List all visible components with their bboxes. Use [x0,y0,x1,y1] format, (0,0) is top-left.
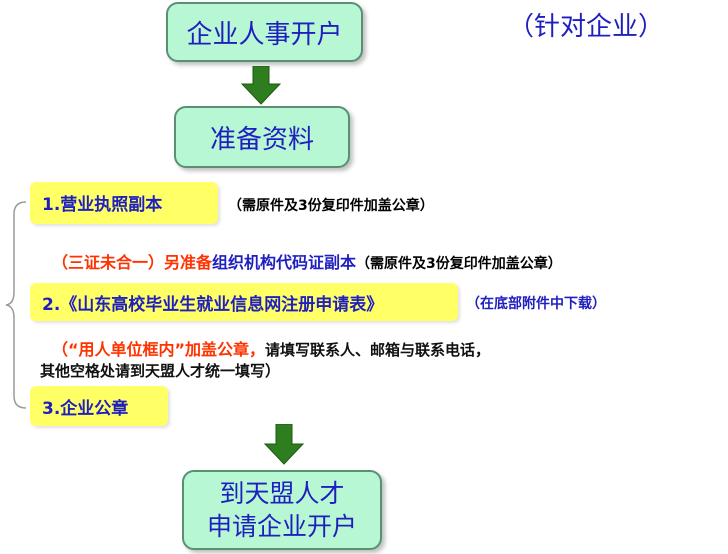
down-arrow-icon [240,66,282,105]
step-box-apply-account-line-1: 到天盟人才 [219,479,345,508]
left-brace-icon [5,201,27,409]
step-box-enterprise-account: 企业人事开户 [166,2,363,62]
item-1-box [30,182,218,224]
item-2-box [30,283,458,321]
item-2-note: （在底部附件中下载） [466,296,606,312]
alt-requirement-red: （三证未合一）另准备 [52,253,213,272]
down-arrow-icon [263,424,305,465]
stamp-note-line-2: 其他空格处请到天盟人才统一填写） [40,362,281,380]
item-3-box [30,386,168,426]
subtitle-for-enterprise: （针对企业） [508,12,665,42]
alt-requirement-note: （需原件及3份复印件加盖公章） [356,256,562,272]
stamp-note-dark: 请填写联系人、邮箱与联系电话， [265,341,491,359]
item-2-label: 2.《山东高校毕业生就业信息网注册申请表》 [42,295,384,315]
step-box-enterprise-account-label: 企业人事开户 [186,19,343,50]
alt-requirement-blue: 组织机构代码证副本 [212,253,357,272]
step-box-apply-account: 到天盟人才 申请企业开户 [182,470,382,550]
step-box-prepare-materials: 准备资料 [174,106,350,168]
stamp-note-line-1: （“用人单位框内”加盖公章，请填写联系人、邮箱与联系电话， [52,336,490,360]
step-box-prepare-materials-label: 准备资料 [209,124,314,155]
alt-requirement-line: （三证未合一）另准备组织机构代码证副本（需原件及3份复印件加盖公章） [52,249,562,273]
stamp-note-red: （“用人单位框内”加盖公章， [52,340,266,359]
step-box-apply-account-line-2: 申请企业开户 [206,512,357,541]
item-1-note: （需原件及3份复印件加盖公章） [228,198,434,214]
item-1-label: 1.营业执照副本 [42,195,163,215]
item-3-label: 3.企业公章 [42,399,129,419]
